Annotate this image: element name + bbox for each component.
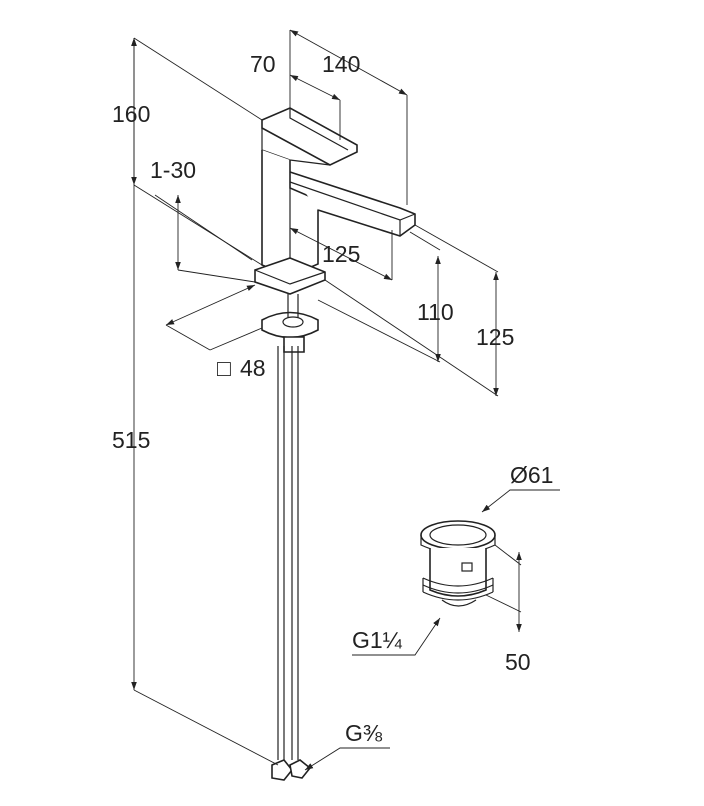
dim-total-depth: 140	[322, 51, 360, 77]
dimension-lines	[131, 29, 560, 771]
dim-supply-thread: G⅜	[345, 720, 383, 746]
dim-square-symbol: □	[217, 355, 231, 381]
supply-hoses	[271, 346, 312, 781]
dim-total-height: 515	[112, 427, 150, 453]
dim-drain-diameter: Ø61	[510, 462, 553, 488]
dim-base-square: 48	[240, 355, 266, 381]
dim-spout-height-top: 160	[112, 101, 150, 127]
dim-spout-reach: 125	[322, 241, 360, 267]
dim-swivel-range: 1-30	[150, 157, 196, 183]
faucet-body	[254, 107, 416, 353]
drain-waste	[420, 520, 496, 607]
dim-drain-thread: G1¼	[352, 627, 403, 653]
dim-spout-clearance: 110	[417, 299, 454, 325]
dim-drain-height: 50	[505, 649, 531, 675]
dim-body-height: 125	[476, 324, 514, 350]
dim-lever-width: 70	[250, 51, 276, 77]
